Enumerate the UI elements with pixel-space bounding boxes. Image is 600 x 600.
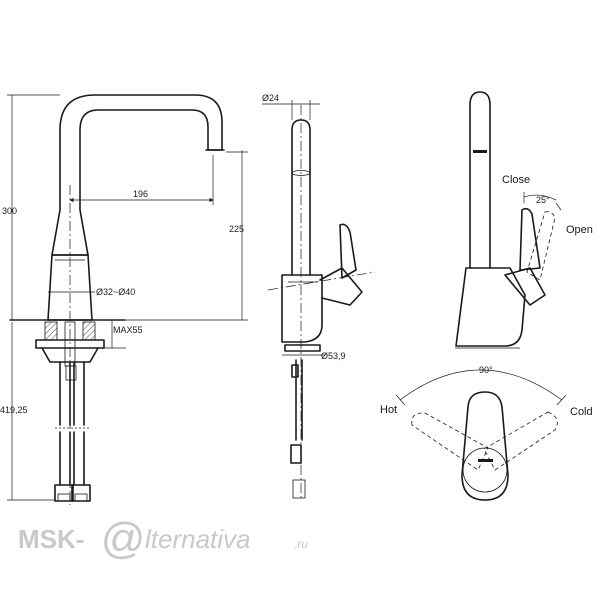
handle-hot-dashed <box>411 412 489 471</box>
dim-hole-label: Ø32~Ø40 <box>96 287 135 297</box>
side-hose-connector <box>290 444 302 464</box>
top-view: 90° Hot Cold <box>380 365 593 501</box>
dim-base-diameter-label: Ø53,9 <box>321 351 346 361</box>
handle-joint <box>504 267 546 306</box>
faucet-spout-outline <box>51 94 223 256</box>
lever-view-body <box>455 267 526 347</box>
dim-reach-label: 196 <box>133 189 148 199</box>
handle-closed <box>519 207 541 271</box>
front-view: 300 196 225 Ø32~Ø40 MAX55 419,25 <box>0 94 248 505</box>
top-brand-mark <box>478 459 493 462</box>
dim-height-label: 300 <box>2 206 17 216</box>
open-label: Open <box>566 224 593 236</box>
angle-open-label: 25° <box>536 195 550 205</box>
dim-hose-length-label: 419,25 <box>0 405 28 415</box>
angle-arc-rotation <box>399 369 563 401</box>
mount-hatch-right <box>82 321 96 341</box>
side-handle-joint <box>319 267 363 306</box>
dim-spout-height-label: 225 <box>229 224 244 234</box>
hot-label: Hot <box>380 404 397 416</box>
top-base-circle <box>462 447 508 493</box>
side-handle-lever <box>339 223 357 279</box>
handle-cold-dashed <box>483 411 558 471</box>
watermark-left: MSK- <box>18 524 84 554</box>
close-label: Close <box>502 174 530 186</box>
dim-max-label: MAX55 <box>113 325 143 335</box>
lever-view-spout <box>469 91 491 269</box>
side-hose <box>295 359 303 441</box>
watermark: MSK- @ lternativa .ru <box>18 514 308 563</box>
side-view: Ø24 Ø53,9 <box>262 93 376 500</box>
hose-upper <box>59 361 85 426</box>
angle-arc-lever <box>523 194 557 201</box>
handle-open-dashed <box>526 211 556 281</box>
mount-hatch-left <box>44 321 58 341</box>
cold-label: Cold <box>570 406 593 418</box>
brand-mark <box>473 150 487 153</box>
hose-lower <box>59 431 85 486</box>
watermark-at: @ <box>100 514 145 563</box>
top-handle <box>461 391 509 501</box>
watermark-suffix: .ru <box>294 537 308 551</box>
mount-plate <box>35 339 105 349</box>
watermark-right: lternativa <box>145 524 251 554</box>
lever-view: 25° Close Open <box>455 91 593 349</box>
side-body <box>281 274 323 343</box>
dim-spout-diameter-label: Ø24 <box>262 93 279 103</box>
side-base <box>284 344 321 352</box>
angle-rotation-label: 90° <box>479 365 493 375</box>
